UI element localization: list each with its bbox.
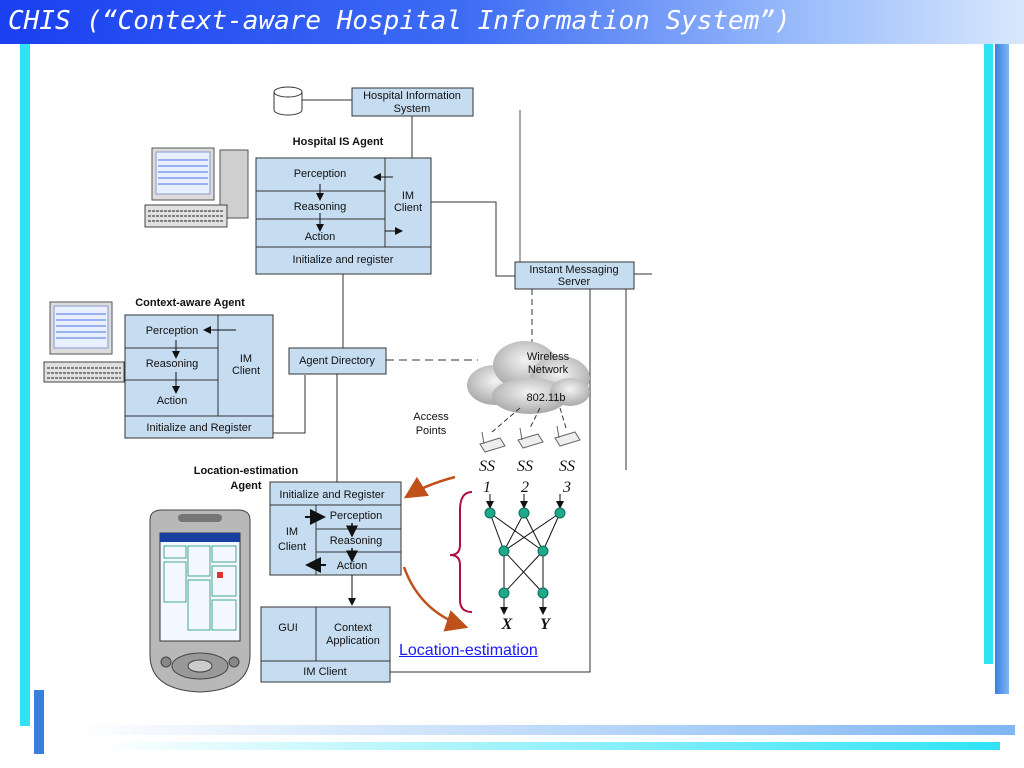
- output-y: Y: [540, 616, 551, 633]
- his-action: Action: [305, 231, 336, 243]
- database-icon: [273, 86, 303, 116]
- pda-context-label-1: Context: [334, 622, 372, 634]
- his-agent-caption: Hospital IS Agent: [293, 136, 384, 148]
- location-agent-caption-2: Agent: [230, 480, 262, 492]
- agent-directory-label: Agent Directory: [299, 355, 375, 367]
- input-ss-2: SS: [517, 458, 533, 475]
- his-im-client-2: Client: [394, 202, 422, 214]
- pda-gui-label: GUI: [278, 622, 298, 634]
- pda-im-client-label: IM Client: [303, 666, 346, 678]
- wireless-label-1: Wireless: [527, 351, 570, 363]
- nn-input-node: [518, 507, 530, 519]
- nn-output-node: [498, 587, 510, 599]
- input-bracket: [449, 491, 473, 613]
- access-point-icon: [479, 431, 506, 453]
- im-server-label-1: Instant Messaging: [529, 264, 618, 276]
- left-accent-bar-dark: [34, 690, 44, 754]
- pda-device-icon: [149, 509, 251, 693]
- input-ss-3: SS: [559, 458, 575, 475]
- input-num-1: 1: [483, 479, 491, 496]
- bottom-accent-bar: [70, 725, 1015, 735]
- wireless-cloud-icon: [467, 341, 590, 414]
- context-agent-caption: Context-aware Agent: [135, 297, 245, 309]
- location-perception: Perception: [330, 510, 383, 522]
- pda-context-label-2: Application: [326, 635, 380, 647]
- context-perception: Perception: [146, 325, 199, 337]
- input-num-3: 3: [562, 479, 571, 496]
- desktop-computer-icon: [43, 301, 125, 383]
- input-ss-1: SS: [479, 458, 495, 475]
- his-label-2: System: [394, 103, 431, 115]
- his-label-1: Hospital Information: [363, 90, 461, 102]
- his-perception: Perception: [294, 168, 347, 180]
- wireless-standard: 802.11b: [527, 392, 566, 404]
- context-action: Action: [157, 395, 188, 407]
- input-arrow: [403, 475, 456, 499]
- slide-title: CHIS (“Context-aware Hospital Informatio…: [8, 6, 791, 36]
- location-agent-caption-1: Location-estimation: [194, 465, 299, 477]
- access-points-label-2: Points: [416, 425, 447, 437]
- im-server-box: [514, 261, 635, 290]
- agent-directory-box: [288, 347, 387, 375]
- nn-hidden-node: [498, 545, 510, 557]
- wireless-label-2: Network: [528, 364, 569, 376]
- input-num-2: 2: [521, 479, 529, 496]
- output-arrow: [402, 566, 469, 632]
- access-point-icon: [554, 425, 581, 447]
- location-action: Action: [337, 560, 368, 572]
- nn-input-node: [484, 507, 496, 519]
- access-points-label-1: Access: [413, 411, 449, 423]
- right-accent-bar-dark: [995, 44, 1009, 694]
- location-reasoning: Reasoning: [330, 535, 383, 547]
- his-im-client-1: IM: [402, 190, 414, 202]
- context-init: Initialize and Register: [146, 422, 252, 434]
- left-accent-bar: [20, 44, 30, 726]
- his-reasoning: Reasoning: [294, 201, 347, 213]
- context-reasoning: Reasoning: [146, 358, 199, 370]
- location-im-client-2: Client: [278, 541, 306, 553]
- bottom-accent-bar-cyan: [95, 742, 1000, 750]
- nn-input-node: [554, 507, 566, 519]
- location-im-client-1: IM: [286, 526, 298, 538]
- his-init: Initialize and register: [293, 254, 394, 266]
- right-accent-bar: [984, 44, 993, 664]
- im-server-label-2: Server: [558, 276, 591, 288]
- context-im-client-2: Client: [232, 365, 260, 377]
- location-init: Initialize and Register: [279, 489, 385, 501]
- pda-app-box: [260, 606, 391, 683]
- output-x: X: [501, 616, 513, 633]
- desktop-computer-icon: [144, 147, 249, 228]
- context-im-client-1: IM: [240, 353, 252, 365]
- context-agent-box: [124, 314, 274, 439]
- nn-output-node: [537, 587, 549, 599]
- title-bar: CHIS (“Context-aware Hospital Informatio…: [0, 0, 1024, 44]
- his-agent-box: [255, 157, 432, 275]
- nn-hidden-node: [537, 545, 549, 557]
- access-point-icon: [517, 427, 544, 449]
- location-estimation-link[interactable]: Location-estimation: [399, 642, 538, 659]
